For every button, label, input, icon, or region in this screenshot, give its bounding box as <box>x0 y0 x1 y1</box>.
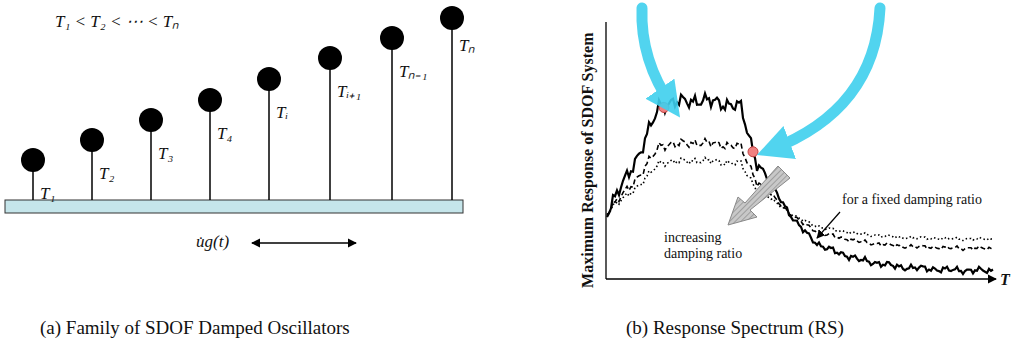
leader-arrow <box>817 212 840 238</box>
marked-point <box>748 147 758 157</box>
oscillator-mass <box>198 88 222 112</box>
oscillator-stem <box>268 79 270 200</box>
axis-title: Maximum Response of SDOF System <box>579 32 597 287</box>
axis-title: T <box>1000 271 1010 289</box>
oscillator-stem <box>451 18 453 200</box>
oscillators <box>21 6 464 200</box>
y-axis <box>605 22 606 279</box>
spectrum-curve <box>607 158 993 241</box>
oscillator-mass <box>318 46 342 70</box>
oscillator-mass <box>21 148 45 172</box>
period-label: Tₙ <box>459 36 475 56</box>
oscillator-mass <box>139 108 163 132</box>
shake-table <box>5 200 463 213</box>
period-label: T₂ <box>99 164 114 184</box>
spectrum-curve <box>607 94 993 274</box>
oscillator-stem <box>329 58 331 200</box>
period-label: T₄ <box>217 124 232 144</box>
period-label: T₁ <box>40 184 55 204</box>
highlight-arrow <box>642 8 672 106</box>
period-label: T₃ <box>158 144 173 164</box>
period-label: Tᵢ₊₁ <box>337 82 361 102</box>
x-axis <box>606 278 996 279</box>
caption: (a) Family of SDOF Damped Oscillators <box>40 317 350 339</box>
period-label: Tᵢ <box>276 103 288 123</box>
ground-motion-arrow <box>252 242 356 243</box>
damping-arrow <box>728 166 790 225</box>
period-order: T₁ < T₂ < ⋯ < Tₙ <box>55 12 179 32</box>
ground-motion-label: u̇g(t) <box>196 232 229 252</box>
caption: (b) Response Spectrum (RS) <box>626 317 844 339</box>
period-label: Tₙ₋₁ <box>399 62 427 82</box>
spectrum-curves <box>607 94 993 274</box>
oscillator-mass <box>80 128 104 152</box>
oscillator-mass <box>380 26 404 50</box>
oscillator-mass <box>257 67 281 91</box>
highlight-arrow <box>770 8 880 150</box>
note: increasing damping ratio <box>664 230 769 262</box>
note: for a fixed damping ratio <box>842 192 982 208</box>
oscillator-mass <box>440 6 464 30</box>
oscillator-stem <box>391 38 393 200</box>
oscillator-stem <box>209 100 211 200</box>
